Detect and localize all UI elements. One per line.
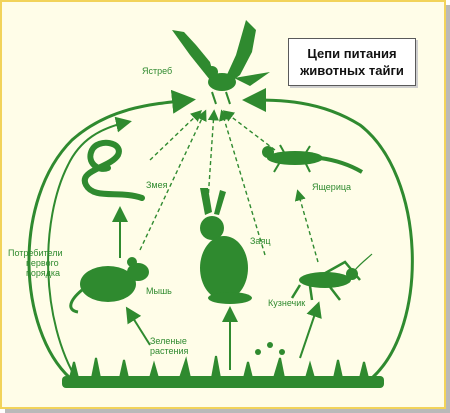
arrow-snake-hawk [149, 110, 203, 161]
grass-illustration [62, 342, 384, 388]
label-consumers-line2: первого [26, 258, 59, 268]
outer-arc-left [27, 89, 196, 380]
arrow-mouse-hawk [139, 109, 207, 251]
title-line2: животных тайги [300, 63, 404, 78]
label-plants-line2: растения [150, 346, 189, 356]
hawk-illustration [172, 20, 270, 105]
label-plants-line1: Зеленые [150, 336, 187, 346]
label-mouse: Мышь [146, 286, 172, 296]
diagram-title: Цепи питания животных тайги [288, 38, 416, 86]
label-hawk: Ястреб [142, 66, 172, 76]
lizard-illustration [262, 144, 364, 174]
arrow-lizard-hawk [222, 110, 276, 151]
grasshopper-illustration [290, 253, 373, 301]
arrow-grasshopper-lizard [294, 189, 319, 263]
mouse-illustration [69, 257, 149, 314]
arrow-hare-hawk [207, 109, 220, 201]
hare-illustration [200, 188, 252, 304]
arrow-grasshopper-hawk [219, 109, 266, 256]
label-consumers-line1: Потребители [8, 248, 63, 258]
arrow-plants-mouse [125, 306, 151, 346]
outer-arc-right [242, 88, 414, 380]
label-grasshopper: Кузнечик [268, 298, 305, 308]
inner-arc-left [47, 116, 132, 383]
arrow-plants-grasshopper [299, 301, 322, 359]
label-snake: Змея [146, 180, 168, 190]
title-line1: Цепи питания [307, 46, 397, 61]
label-consumers-line3: порядка [26, 268, 60, 278]
label-lizard: Ящерица [312, 182, 351, 192]
snake-illustration [81, 139, 145, 201]
label-hare: Заяц [250, 236, 270, 246]
